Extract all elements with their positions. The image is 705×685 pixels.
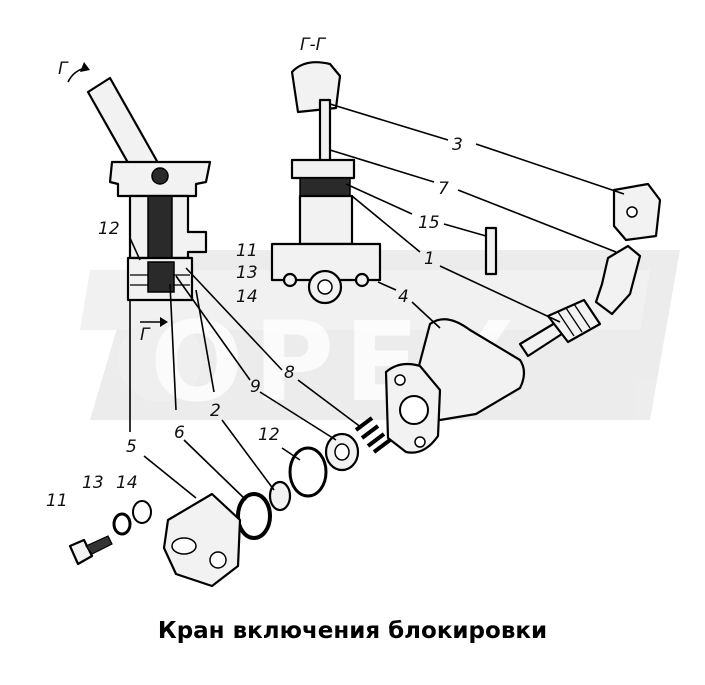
part-8-spring xyxy=(354,416,392,454)
exploded-parts-right xyxy=(68,182,662,588)
callout-14-section: 14 xyxy=(236,287,258,307)
callout-5: 5 xyxy=(126,437,137,457)
part-13-washer xyxy=(112,512,132,536)
part-11-bolt-thread xyxy=(85,535,113,555)
callout-8: 8 xyxy=(284,363,295,383)
lever-collar xyxy=(290,158,356,180)
section-view-assembly: Г-Г xyxy=(270,35,382,305)
callout-11-section: 11 xyxy=(236,241,258,261)
callout-labels: 3 7 15 1 4 11 13 14 12 8 9 2 12 6 5 13 1… xyxy=(46,135,463,511)
callout-3: 3 xyxy=(452,135,463,155)
callout-12-left: 12 xyxy=(98,219,120,239)
callout-1: 1 xyxy=(424,249,435,269)
callout-15: 15 xyxy=(418,213,440,233)
callout-7: 7 xyxy=(438,179,449,199)
leader-lines xyxy=(129,103,625,501)
callout-14-exploded: 14 xyxy=(116,473,138,493)
part-6-spring xyxy=(236,492,272,540)
diagram-caption: Кран включения блокировки xyxy=(157,618,548,644)
part-14-washer xyxy=(132,500,152,524)
callout-11-exploded: 11 xyxy=(46,491,68,511)
callout-2: 2 xyxy=(210,401,221,421)
collar-section xyxy=(299,177,351,197)
lever-stem xyxy=(318,98,332,168)
watermark: OPEX xyxy=(80,250,680,426)
callout-12-exploded: 12 xyxy=(258,425,280,445)
section-label-top: Г xyxy=(58,59,69,79)
part-11-bolt-head xyxy=(68,538,94,566)
left-assembly: Г Г xyxy=(58,59,212,345)
part-15-pin xyxy=(484,226,498,276)
section-body xyxy=(298,194,354,246)
callout-9: 9 xyxy=(250,377,261,397)
section-label-bottom: Г xyxy=(140,325,151,345)
part-7-lever xyxy=(594,244,642,316)
callout-13-exploded: 13 xyxy=(82,473,104,493)
part-12-ring xyxy=(288,446,328,498)
part-2-disc xyxy=(268,480,292,512)
section-flange xyxy=(270,242,382,282)
section-view-title: Г-Г xyxy=(300,35,327,55)
callout-6: 6 xyxy=(174,423,185,443)
valve-spindle xyxy=(147,195,173,259)
callout-4: 4 xyxy=(398,287,409,307)
pin xyxy=(151,167,169,185)
callout-13-section: 13 xyxy=(236,263,258,283)
